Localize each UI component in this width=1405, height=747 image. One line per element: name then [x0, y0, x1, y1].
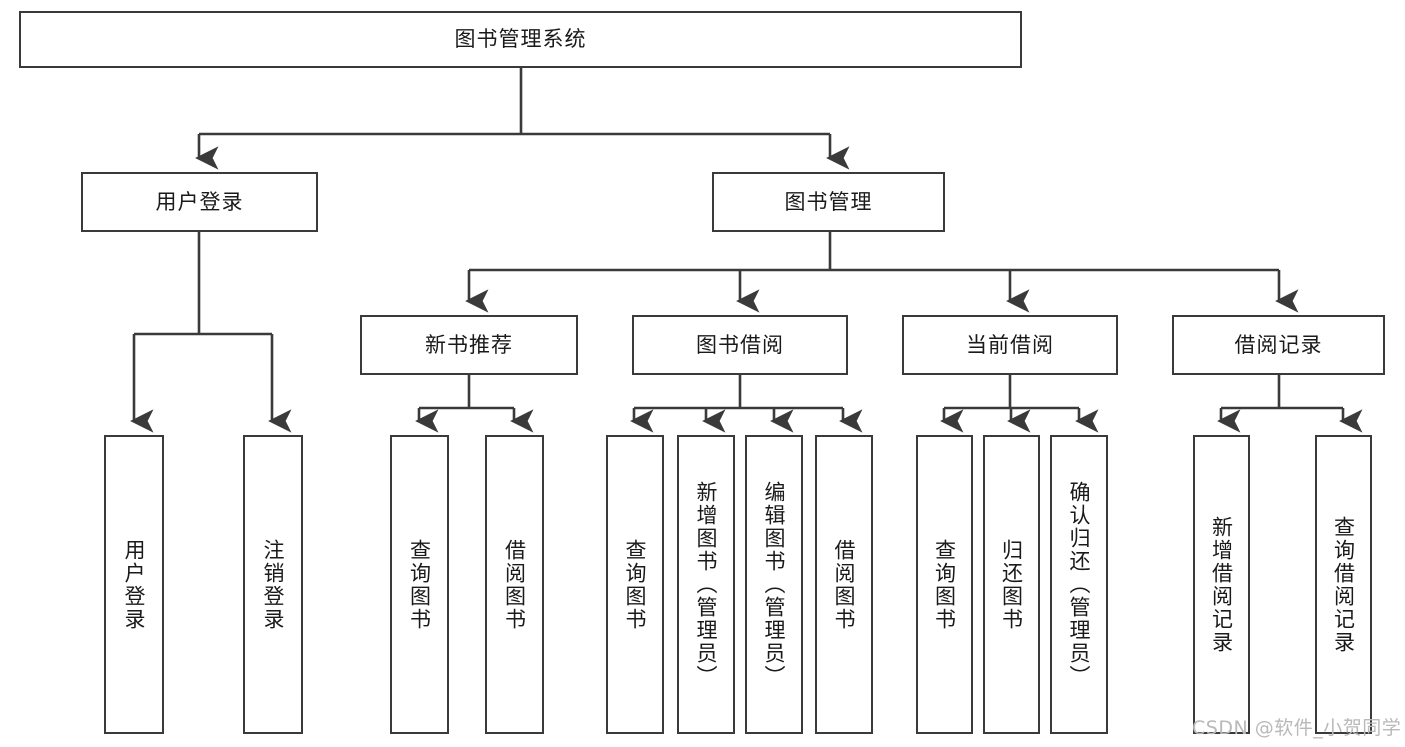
leaf-borrow-record-query[interactable]: 查询借阅记录: [1315, 435, 1372, 734]
node-new-book-recommend[interactable]: 新书推荐: [360, 315, 578, 375]
node-label: 图书借阅: [696, 332, 784, 357]
node-root-system[interactable]: 图书管理系统: [19, 11, 1022, 68]
node-label: 查询图书: [623, 538, 648, 631]
leaf-current-borrow-query[interactable]: 查询图书: [916, 435, 973, 734]
node-label: 借阅图书: [832, 538, 857, 631]
node-label: 当前借阅: [966, 332, 1054, 357]
leaf-current-borrow-return[interactable]: 归还图书: [983, 435, 1040, 734]
node-label: 图书管理系统: [454, 27, 587, 52]
node-label: 借阅图书: [502, 538, 527, 631]
leaf-user-login-signout[interactable]: 注销登录: [243, 435, 303, 734]
node-current-borrow[interactable]: 当前借阅: [902, 315, 1118, 375]
node-label: 新增借阅记录: [1209, 515, 1234, 654]
node-label: 查询图书: [932, 538, 957, 631]
leaf-book-borrow-borrow[interactable]: 借阅图书: [815, 435, 873, 734]
node-label: 图书管理: [784, 189, 873, 214]
node-label: 查询图书: [407, 538, 432, 631]
leaf-new-book-query[interactable]: 查询图书: [390, 435, 449, 734]
node-label: 查询借阅记录: [1331, 515, 1356, 654]
leaf-new-book-borrow[interactable]: 借阅图书: [485, 435, 544, 734]
leaf-borrow-record-add[interactable]: 新增借阅记录: [1193, 435, 1250, 734]
node-label: 编辑图书（管理员）: [762, 481, 787, 688]
leaf-current-borrow-confirm-return[interactable]: 确认归还（管理员）: [1050, 435, 1108, 734]
leaf-book-borrow-query[interactable]: 查询图书: [606, 435, 664, 734]
node-label: 借阅记录: [1234, 332, 1323, 357]
node-label: 确认归还（管理员）: [1067, 481, 1092, 688]
node-label: 用户登录: [155, 189, 244, 214]
csdn-watermark: CSDN @软件_小贺同学: [1192, 717, 1402, 739]
node-label: 用户登录: [122, 538, 147, 631]
node-user-login[interactable]: 用户登录: [81, 172, 318, 232]
node-label: 新书推荐: [425, 332, 513, 357]
node-book-borrow[interactable]: 图书借阅: [632, 315, 848, 375]
leaf-user-login-signin[interactable]: 用户登录: [104, 435, 164, 734]
leaf-book-borrow-add[interactable]: 新增图书（管理员）: [677, 435, 735, 734]
node-label: 注销登录: [261, 538, 286, 631]
node-borrow-record[interactable]: 借阅记录: [1172, 315, 1385, 375]
node-label: 归还图书: [999, 538, 1024, 631]
leaf-book-borrow-edit[interactable]: 编辑图书（管理员）: [745, 435, 803, 734]
node-label: 新增图书（管理员）: [694, 481, 719, 688]
node-book-management[interactable]: 图书管理: [712, 172, 945, 232]
